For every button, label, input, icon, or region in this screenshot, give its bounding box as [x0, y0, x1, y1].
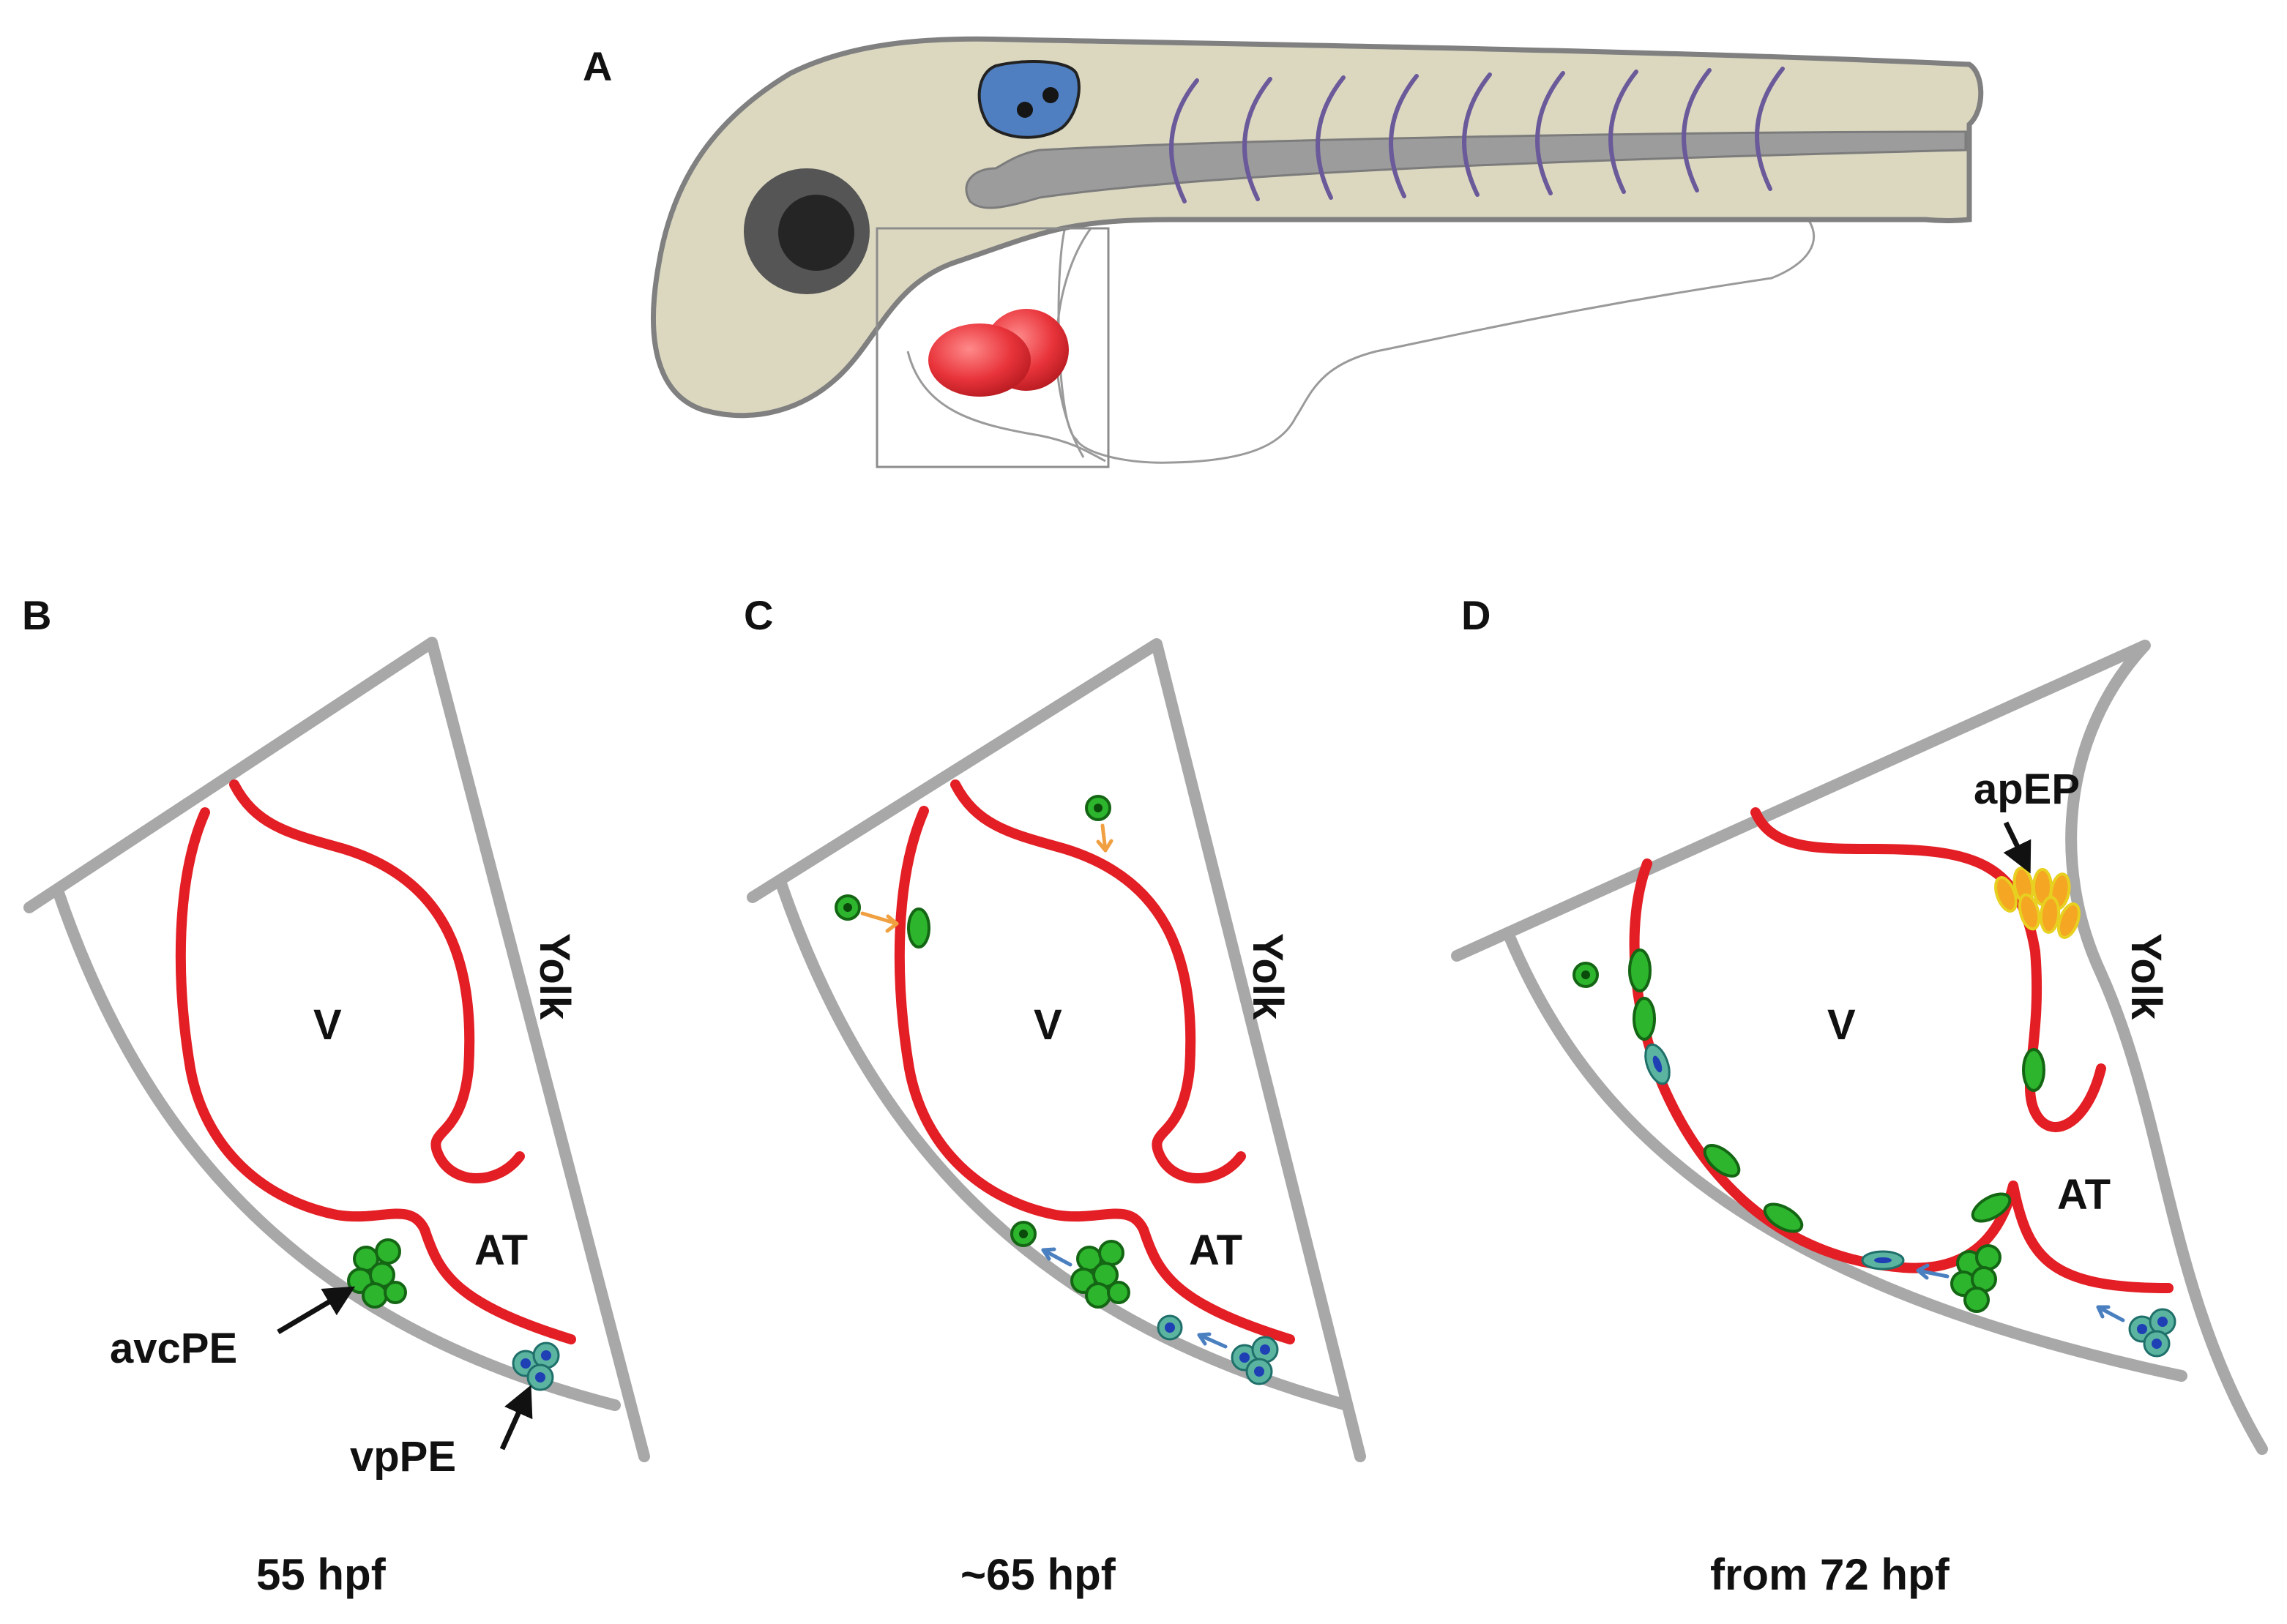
eye-inner	[778, 195, 854, 271]
panel-d-letter: D	[1461, 592, 1491, 638]
somites	[1169, 67, 1785, 203]
free-avcpe-cell	[835, 795, 1111, 1247]
migration-arrows	[1916, 1263, 2125, 1322]
ventricle-label: V	[1034, 1001, 1062, 1049]
pericardium-outline	[906, 351, 1106, 463]
vppe-cluster	[512, 1342, 560, 1391]
otolith	[1017, 102, 1033, 118]
atrium-label: AT	[474, 1227, 528, 1274]
timepoint-label: from 72 hpf	[1710, 1550, 1950, 1599]
vppe-label: vpPE	[350, 1433, 456, 1481]
otolith	[1042, 87, 1059, 103]
vp-epicardial-cells	[1644, 1043, 1905, 1271]
ventricle-label: V	[313, 1001, 342, 1049]
panel-a: A	[583, 36, 1984, 468]
yolk-label: Yolk	[531, 933, 578, 1020]
apep-label: apEP	[1974, 766, 2080, 813]
yolk-outline	[1057, 218, 1816, 464]
zoom-box	[876, 227, 1110, 468]
timepoint-label: ~65 hpf	[960, 1550, 1116, 1599]
pericardial-frame	[747, 638, 1366, 1462]
panel-c-letter: C	[744, 592, 773, 638]
vppe-cluster	[2128, 1308, 2176, 1358]
migration-arrows	[860, 823, 1228, 1349]
heart-ventricle	[928, 323, 1031, 397]
panel-b-letter: B	[22, 592, 51, 638]
free-avcpe-cell-nucleus	[1581, 970, 1590, 979]
otic-vesicle	[977, 60, 1081, 139]
pericardial-frame	[23, 637, 650, 1462]
panel-b: B V AT Yolk avcPE vpPE 55 hpf	[22, 592, 650, 1599]
myocardium	[894, 779, 1295, 1344]
vppe-cluster	[1157, 1314, 1279, 1385]
ventricle-label: V	[1827, 1001, 1856, 1049]
avcpe-arrow	[277, 1286, 356, 1335]
apep-cluster	[1994, 867, 2081, 939]
pericardial-frame	[1451, 640, 2268, 1455]
vppe-arrow	[499, 1385, 533, 1451]
avcpe-cluster	[1070, 1240, 1130, 1309]
avcpe-cluster	[1950, 1244, 2001, 1313]
atrium-label: AT	[2057, 1171, 2111, 1219]
epicardial-cells	[1628, 948, 2045, 1233]
attached-epicardial-cell	[907, 908, 930, 948]
notochord	[965, 130, 1967, 209]
apep-arrow	[2003, 821, 2032, 874]
yolk-label: Yolk	[1244, 933, 1291, 1020]
panel-c: C	[744, 592, 1366, 1599]
panel-a-letter: A	[583, 43, 612, 89]
myocardium	[175, 779, 576, 1344]
atrium-label: AT	[1189, 1227, 1242, 1274]
timepoint-label: 55 hpf	[256, 1550, 387, 1599]
yolk-label: Yolk	[2122, 933, 2170, 1020]
panel-d: D	[1451, 592, 2268, 1599]
avcpe-label: avcPE	[110, 1325, 237, 1372]
